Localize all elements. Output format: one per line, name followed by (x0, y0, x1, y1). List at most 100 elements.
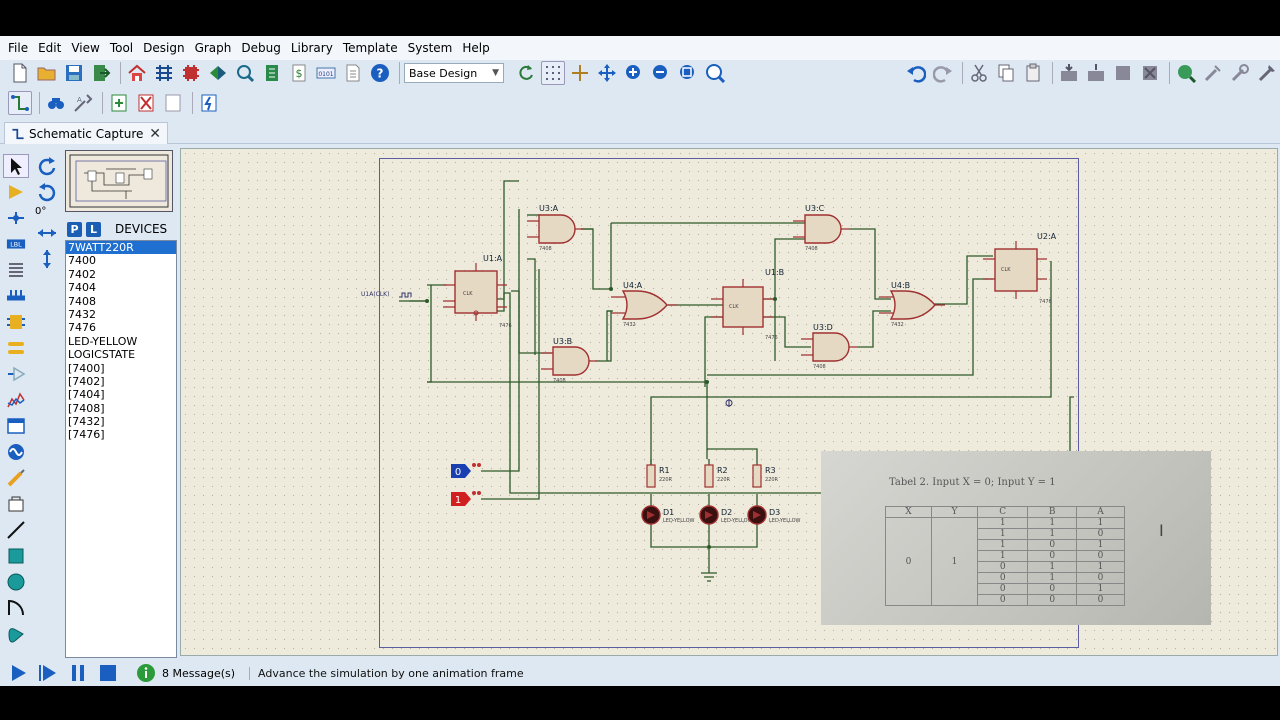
graph-icon[interactable] (3, 388, 29, 412)
block-move-icon[interactable] (1084, 61, 1108, 85)
terminal-icon[interactable] (3, 336, 29, 360)
undo-icon[interactable] (904, 61, 928, 85)
resistor-r1[interactable]: R1 220R (646, 464, 673, 488)
zoom-out-icon[interactable] (649, 61, 673, 85)
decompose-icon[interactable] (1255, 61, 1279, 85)
generator-icon[interactable] (3, 440, 29, 464)
led-d1[interactable]: D1 LED-YELLOW (641, 505, 695, 525)
text-script-icon[interactable] (3, 258, 29, 282)
bom-icon[interactable] (260, 61, 284, 85)
pick-devices-button[interactable]: P (67, 221, 82, 237)
tape-recorder-icon[interactable] (3, 414, 29, 438)
instrument-icon[interactable] (3, 492, 29, 516)
list-item[interactable]: 7476 (68, 321, 96, 335)
menu-design[interactable]: Design (143, 41, 185, 55)
flipflop-u2a[interactable]: CLK U2:A 7476 (983, 232, 1057, 305)
cost-icon[interactable]: $ (287, 61, 311, 85)
mirror-y-icon[interactable] (34, 247, 60, 271)
remove-sheet-icon[interactable] (134, 91, 158, 115)
notes-icon[interactable] (341, 61, 365, 85)
circle-tool-icon[interactable] (3, 570, 29, 594)
list-item[interactable]: [7408] (68, 401, 105, 415)
and-gate-u3b[interactable]: U3:B 7408 (541, 337, 597, 384)
led-d3[interactable]: D3 LED-YELLOW (747, 505, 801, 525)
list-item[interactable]: [7404] (68, 388, 105, 402)
led-d2[interactable]: D2 LED-YELLOW (699, 505, 753, 525)
or-gate-u4a[interactable]: U4:A 7432 (611, 281, 677, 328)
list-item[interactable]: [7432] (68, 415, 105, 429)
auto-wire-icon[interactable] (8, 91, 32, 115)
flipflop-u1a[interactable]: CLK U1:A 7476 (443, 254, 512, 329)
list-item[interactable]: [7400] (68, 361, 105, 375)
list-item[interactable]: 7402 (68, 267, 96, 281)
redo-icon[interactable] (931, 61, 955, 85)
overview-window[interactable] (65, 150, 173, 212)
list-item[interactable]: 7408 (68, 294, 96, 308)
tab-schematic-capture[interactable]: Schematic Capture ✕ (4, 122, 168, 144)
logicstate-x[interactable]: 0 (451, 463, 481, 478)
menu-template[interactable]: Template (342, 41, 398, 55)
home-icon[interactable] (125, 61, 149, 85)
library-manager-button[interactable]: L (86, 221, 101, 237)
rotate-clockwise-icon[interactable] (34, 154, 60, 178)
list-item[interactable]: [7402] (68, 374, 105, 388)
pick-device-icon[interactable] (1174, 61, 1198, 85)
list-item[interactable]: [7476] (68, 428, 105, 442)
3d-view-icon[interactable] (206, 61, 230, 85)
resistor-r2[interactable]: R2 220R (704, 464, 731, 488)
copy-icon[interactable] (994, 61, 1018, 85)
refresh-icon[interactable] (514, 61, 538, 85)
message-count[interactable]: 8 Message(s) (162, 666, 236, 680)
flipflop-u1b[interactable]: CLK U1:B 7476 (711, 268, 784, 341)
origin-icon[interactable] (568, 61, 592, 85)
new-file-icon[interactable] (8, 61, 32, 85)
menu-tool[interactable]: Tool (109, 41, 134, 55)
design-variant-select[interactable]: Base Design▼ (404, 63, 504, 83)
rotate-anticlockwise-icon[interactable] (34, 180, 60, 204)
wire-label-icon[interactable]: LBL (3, 232, 29, 256)
pan-icon[interactable] (595, 61, 619, 85)
open-folder-icon[interactable] (35, 61, 59, 85)
close-tab-icon[interactable]: ✕ (149, 125, 161, 142)
zoom-area-icon[interactable] (703, 61, 727, 85)
component-mode-icon[interactable] (3, 180, 29, 204)
resistor-r3[interactable]: R3 220R (752, 464, 779, 488)
selection-mode-icon[interactable] (3, 154, 29, 178)
and-gate-u3a[interactable]: U3:A 7408 (527, 204, 583, 252)
list-item[interactable]: 7432 (68, 307, 96, 321)
zoom-all-icon[interactable] (676, 61, 700, 85)
or-gate-u4b[interactable]: U4:B 7432 (879, 281, 945, 328)
menu-library[interactable]: Library (290, 41, 333, 55)
logicstate-y[interactable]: 1 (451, 491, 481, 506)
zoom-in-icon[interactable] (622, 61, 646, 85)
import-icon[interactable] (89, 61, 113, 85)
menu-debug[interactable]: Debug (241, 41, 281, 55)
box-tool-icon[interactable] (3, 544, 29, 568)
play-icon[interactable] (6, 661, 30, 685)
list-item[interactable]: LED-YELLOW (68, 334, 138, 348)
probe-icon[interactable] (3, 466, 29, 490)
stop-icon[interactable] (96, 661, 120, 685)
arc-tool-icon[interactable] (3, 596, 29, 620)
menu-file[interactable]: File (8, 41, 29, 55)
pause-icon[interactable] (66, 661, 90, 685)
exit-parent-icon[interactable] (161, 91, 185, 115)
block-rotate-icon[interactable] (1111, 61, 1135, 85)
pcb-icon[interactable] (179, 61, 203, 85)
new-sheet-icon[interactable] (107, 91, 131, 115)
paste-icon[interactable] (1021, 61, 1045, 85)
property-assign-icon[interactable]: A (71, 91, 95, 115)
package-tool-icon[interactable] (1228, 61, 1252, 85)
line-tool-icon[interactable] (3, 518, 29, 542)
save-icon[interactable] (62, 61, 86, 85)
menu-graph[interactable]: Graph (194, 41, 232, 55)
binary-icon[interactable]: 0101 (314, 61, 338, 85)
grid-icon[interactable] (541, 61, 565, 85)
and-gate-u3d[interactable]: U3:D 7408 (801, 323, 857, 370)
menu-system[interactable]: System (407, 41, 453, 55)
cut-icon[interactable] (967, 61, 991, 85)
path-tool-icon[interactable] (3, 622, 29, 646)
menu-view[interactable]: View (71, 41, 100, 55)
block-copy-icon[interactable] (1057, 61, 1081, 85)
step-icon[interactable] (36, 661, 60, 685)
